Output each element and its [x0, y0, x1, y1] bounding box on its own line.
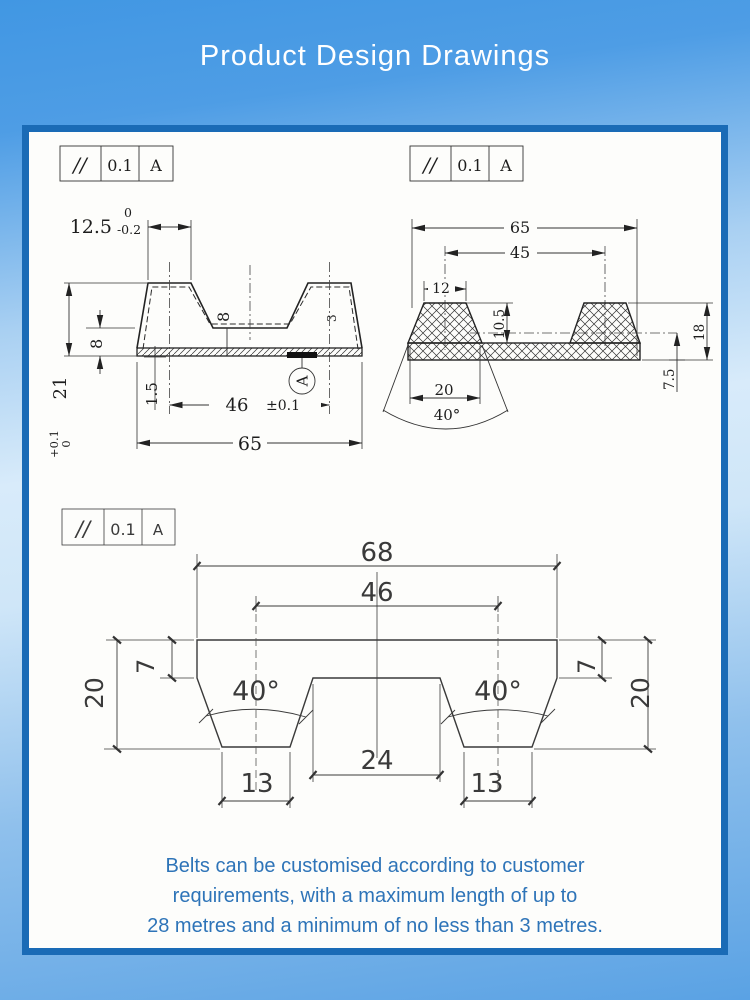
dim-depth-left: 7	[132, 659, 160, 674]
dim-depth-right: 7	[573, 659, 601, 674]
tolerance-frame-profile: // 0.1 A	[61, 508, 176, 546]
footer-line-2: requirements, with a maximum length of u…	[172, 885, 578, 907]
parallelism-symbol: //	[421, 153, 439, 177]
page-title: Product Design Drawings	[199, 40, 551, 72]
parallelism-symbol: //	[71, 153, 89, 177]
footer-line-1: Belts can be customised according to cus…	[165, 855, 585, 877]
tolerance-value: 0.1	[457, 156, 482, 175]
tolerance-value: 0.1	[110, 520, 135, 539]
datum-letter: A	[149, 156, 162, 175]
front-view-drawing: 12.5 0 -0.2 21 +0.1 0 8 1.5	[47, 205, 363, 458]
dim-spacing: 45	[510, 243, 530, 262]
datum-label: A	[294, 375, 312, 387]
tolerance-frame-front: // 0.1 A	[59, 145, 174, 182]
section-view-drawing: 65 45 12 10.5	[382, 218, 713, 430]
footer-note: Belts can be customised according to cus…	[65, 851, 685, 941]
dim-height-tol-upper: +0.1	[47, 430, 61, 458]
tolerance-frame-section: // 0.1 A	[409, 145, 524, 182]
dim-corner: 3	[325, 314, 339, 322]
parallelism-symbol: //	[74, 517, 92, 541]
dim-overall: 65	[510, 218, 530, 237]
dim-angle-left: 40°	[232, 676, 280, 707]
dim-top-tol-lower: -0.2	[117, 222, 141, 237]
datum-letter: A	[153, 521, 164, 539]
dim-angle: 40°	[434, 406, 461, 424]
dim-web-height: 8	[214, 312, 233, 322]
dim-base-width: 20	[434, 381, 453, 399]
dim-spacing-tol: ±0.1	[266, 398, 300, 414]
dim-spacing: 46	[226, 395, 249, 416]
dim-skin: 1.5	[143, 382, 161, 406]
datum-target-bar	[287, 352, 317, 358]
dim-gap: 24	[360, 746, 393, 776]
datum-letter: A	[499, 156, 512, 175]
dim-angle-right: 40°	[474, 676, 522, 707]
dim-foot-left: 13	[240, 769, 273, 799]
dim-foot-right: 13	[470, 769, 503, 799]
dim-height: 21	[50, 377, 71, 400]
dim-height-right: 20	[626, 677, 655, 709]
footer-line-3: 28 metres and a minimum of no less than …	[147, 915, 603, 937]
dim-height-left: 20	[80, 677, 109, 709]
dim-top-width: 12	[432, 281, 450, 297]
dim-block-height: 10.5	[492, 309, 508, 339]
dim-height-tol-lower: 0	[59, 440, 73, 447]
profile-view-drawing: 68 46 20 7	[80, 538, 656, 808]
datum-circle	[288, 367, 316, 395]
dim-base-height: 8	[87, 339, 106, 349]
dim-overall: 65	[238, 433, 262, 455]
dim-top-tol-upper: 0	[124, 205, 132, 220]
dim-base-height: 7.5	[662, 369, 678, 390]
dim-total-height: 18	[692, 324, 708, 341]
tolerance-value: 0.1	[107, 156, 132, 175]
dim-overall: 68	[360, 538, 393, 568]
dim-top-width: 12.5	[70, 216, 112, 238]
